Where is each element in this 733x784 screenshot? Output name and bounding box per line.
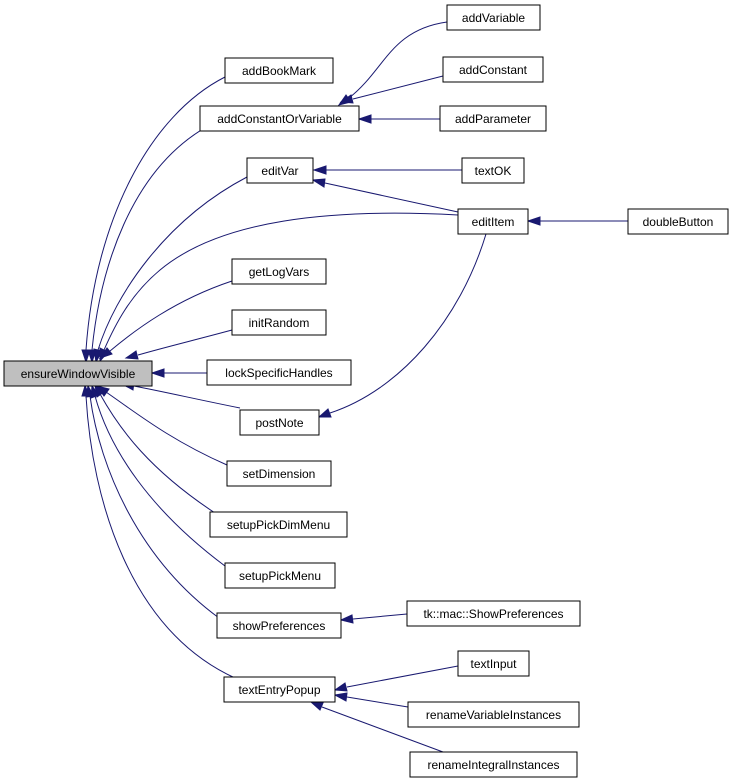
edge-addVariable-to-addConstantOrVariable [337,21,448,106]
node-label: postNote [255,416,303,430]
node-label: textEntryPopup [238,683,320,697]
edge-lockSpecificHandles-to-ensureWindowVisible [150,368,207,378]
edge-addBookMark-to-ensureWindowVisible [81,76,226,364]
edge-textOK-to-editVar [312,165,462,175]
node-addConstant[interactable]: addConstant [442,56,544,83]
node-label: addBookMark [242,64,317,78]
node-addVariable[interactable]: addVariable [446,4,541,31]
node-label: setDimension [243,467,316,481]
node-editVar[interactable]: editVar [246,157,314,184]
node-setupPickDimMenu[interactable]: setupPickDimMenu [209,511,348,538]
node-label: addConstant [459,63,528,77]
node-addConstantOrVariable[interactable]: addConstantOrVariable [199,105,360,132]
edge-tkMacShowPreferences-to-showPreferences [339,613,408,624]
edge-textEntryPopup-to-ensureWindowVisible [81,384,236,679]
edge-editItem-to-ensureWindowVisible [99,212,459,363]
node-addBookMark[interactable]: addBookMark [224,57,334,84]
edge-addParameter-to-addConstantOrVariable [357,114,440,124]
node-label: renameVariableInstances [426,708,561,722]
node-label: renameIntegralInstances [427,758,559,772]
node-label: editItem [472,215,515,229]
node-lockSpecificHandles[interactable]: lockSpecificHandles [206,359,352,386]
node-initRandom[interactable]: initRandom [231,309,327,336]
edge-editItem-to-editVar [311,178,459,213]
node-label: tk::mac::ShowPreferences [423,607,563,621]
node-showPreferences[interactable]: showPreferences [216,612,342,639]
node-postNote[interactable]: postNote [239,409,320,436]
edge-getLogVars-to-ensureWindowVisible [98,280,233,359]
node-ensureWindowVisible[interactable]: ensureWindowVisible [3,360,153,387]
edge-initRandom-to-ensureWindowVisible [124,329,233,360]
node-label: lockSpecificHandles [225,366,332,380]
node-editItem[interactable]: editItem [457,208,529,235]
node-label: addConstantOrVariable [217,112,342,126]
node-renameIntegralInstances[interactable]: renameIntegralInstances [409,751,578,778]
node-label: ensureWindowVisible [21,367,136,381]
node-doubleButton[interactable]: doubleButton [627,208,729,235]
edge-addConstantOrVariable-to-ensureWindowVisible [87,125,209,364]
node-textEntryPopup[interactable]: textEntryPopup [223,676,336,703]
edge-renameVariableInstances-to-textEntryPopup [333,692,409,708]
node-label: addParameter [455,112,531,126]
edge-editVar-to-ensureWindowVisible [93,176,248,364]
node-label: editVar [261,164,298,178]
node-getLogVars[interactable]: getLogVars [231,258,327,285]
edge-textInput-to-textEntryPopup [333,665,459,692]
node-renameVariableInstances[interactable]: renameVariableInstances [407,701,580,728]
node-label: setupPickMenu [239,569,321,583]
node-textInput[interactable]: textInput [457,650,530,677]
node-label: textOK [475,164,512,178]
edge-setDimension-to-ensureWindowVisible [95,385,228,466]
node-addParameter[interactable]: addParameter [439,105,547,132]
edge-postNote-to-editItem [317,233,487,418]
edge-doubleButton-to-editItem [526,216,628,226]
node-setDimension[interactable]: setDimension [226,460,332,487]
node-label: showPreferences [233,619,326,633]
node-label: addVariable [462,11,525,25]
node-setupPickMenu[interactable]: setupPickMenu [224,562,336,589]
edge-setupPickDimMenu-to-ensureWindowVisible [94,383,216,514]
node-label: textInput [470,657,517,671]
node-label: getLogVars [249,265,310,279]
node-label: doubleButton [643,215,714,229]
node-textOK[interactable]: textOK [461,157,525,184]
node-tkMacShowPreferences[interactable]: tk::mac::ShowPreferences [406,600,581,627]
edge-addConstant-to-addConstantOrVariable [339,75,444,104]
node-label: setupPickDimMenu [227,518,330,532]
node-label: initRandom [249,316,310,330]
